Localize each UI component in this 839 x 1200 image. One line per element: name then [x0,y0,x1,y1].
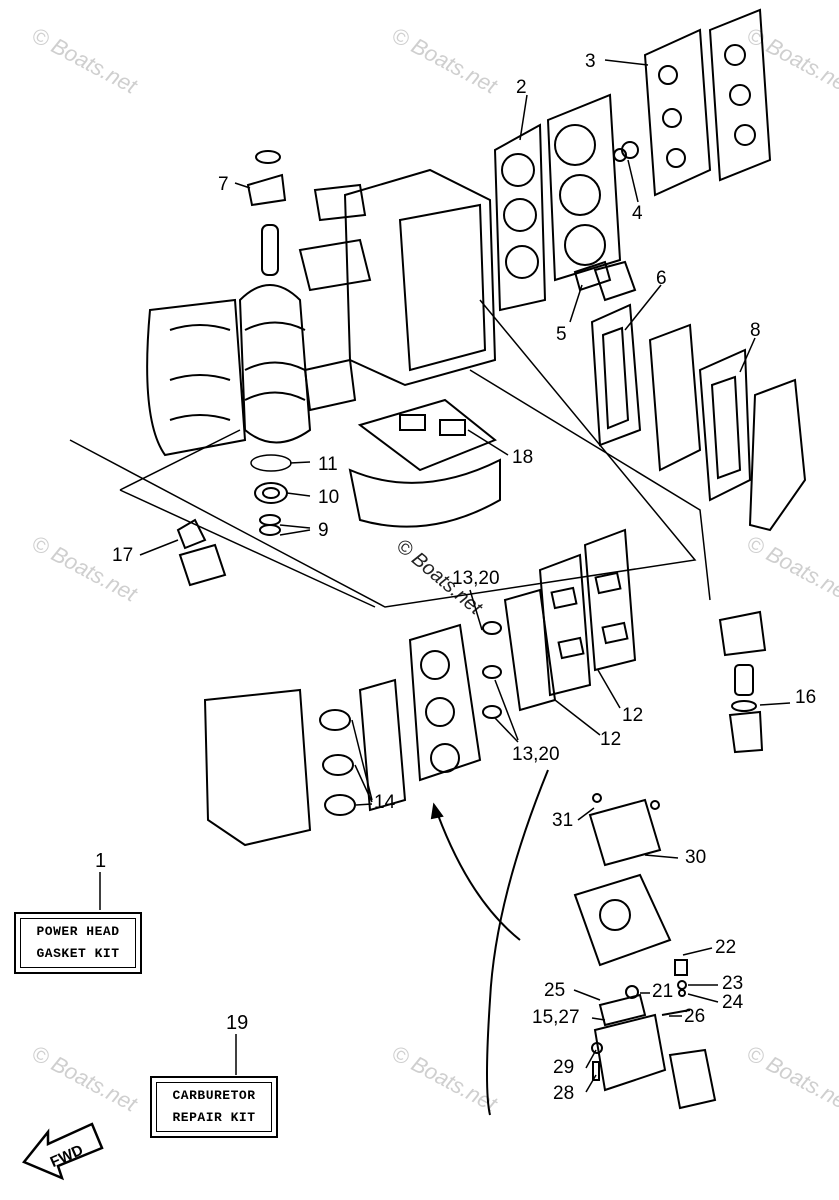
callout-18: 18 [512,447,533,468]
callout-7: 8 [750,320,761,341]
watermark: © Boats.net [388,1040,502,1117]
power-head-gasket-kit-box: POWER HEAD GASKET KIT [14,912,142,974]
callout-26: 26 [684,1006,705,1027]
reed-gasket-12b [583,528,637,672]
callout-12-right: 12 [622,705,643,726]
callout-4: 4 [632,203,643,224]
silencer [203,688,312,847]
head-gasket [493,123,547,312]
watermark: © Boats.net [28,1040,142,1117]
crankcase-left [146,298,247,457]
callout-14: 14 [374,792,396,813]
assembly-line-4 [119,429,241,491]
callout-15-27: 15,27 [532,1007,580,1028]
callout-5: 5 [556,324,567,345]
head-cover-gasket [643,28,712,197]
callout-9: 9 [318,520,329,541]
callout-29: 29 [553,1057,574,1078]
kit-label-line2: REPAIR KIT [172,1110,256,1125]
kit-number-carburetor: 19 [226,1012,249,1034]
watermark: © Boats.net [743,530,839,607]
kit-label-line1: CARBURETOR [172,1088,256,1103]
callout-16: 16 [795,687,816,708]
watermark: © Boats.net [28,530,142,607]
callout-3: 3 [585,51,596,72]
crankshaft [238,224,372,444]
watermark: © Boats.net [743,22,839,99]
callout-8: 7 [218,174,229,195]
forward-arrow-icon: FWD [21,1122,104,1181]
callout-30: 30 [685,847,706,868]
exhaust-cover [748,378,807,532]
parts-drawing [69,8,807,1116]
assembly-line-3 [469,369,711,601]
callout-labels: 3 2 7 4 6 5 8 18 11 10 9 17 13,20 16 12 … [112,51,816,1104]
kit-label-line2: GASKET KIT [36,946,120,961]
callout-24: 24 [722,992,744,1013]
leader-lines [99,59,791,1093]
watermark: © Boats.net [28,22,142,99]
callout-25: 25 [544,980,565,1001]
carb-bracket-curve [486,769,549,1116]
assembly-line-right [119,489,376,608]
carburetor-body [573,873,672,967]
cylinder-block [343,168,497,387]
lower-gasket [357,398,497,472]
callout-6: 6 [656,268,667,289]
callout-22: 22 [715,937,736,958]
callout-10: 10 [318,487,339,508]
callout-2: 2 [516,77,527,98]
callout-13-20-bottom: 13,20 [512,744,560,765]
kit-label-line1: POWER HEAD [36,924,120,939]
head-cover [708,8,772,182]
callout-13-20-top: 13,20 [452,568,500,589]
carb-top-cover [588,798,662,867]
callout-23: 23 [722,973,743,994]
callout-11: 11 [318,454,338,475]
assembly-line-left [69,299,697,608]
watermark: © Boats.net [743,1040,839,1117]
carburetor-repair-kit-box: CARBURETOR REPAIR KIT [150,1076,278,1138]
intake-manifold [408,623,482,782]
callout-17: 17 [112,545,133,566]
float-chamber [593,1013,667,1092]
kit-number-power-head: 1 [95,850,107,872]
callout-12-left: 12 [600,729,621,750]
reed-gasket-12a [538,553,592,697]
cylinder-head [546,93,622,282]
callout-21: 21 [652,981,673,1002]
exhaust-plate [648,323,702,472]
callout-28: 28 [553,1083,574,1104]
gasket-8 [246,173,287,207]
exhaust-gasket [590,303,642,447]
callout-31: 31 [552,810,573,831]
exhaust-cover-gasket [698,348,752,502]
watermark: © Boats.net [388,22,502,99]
